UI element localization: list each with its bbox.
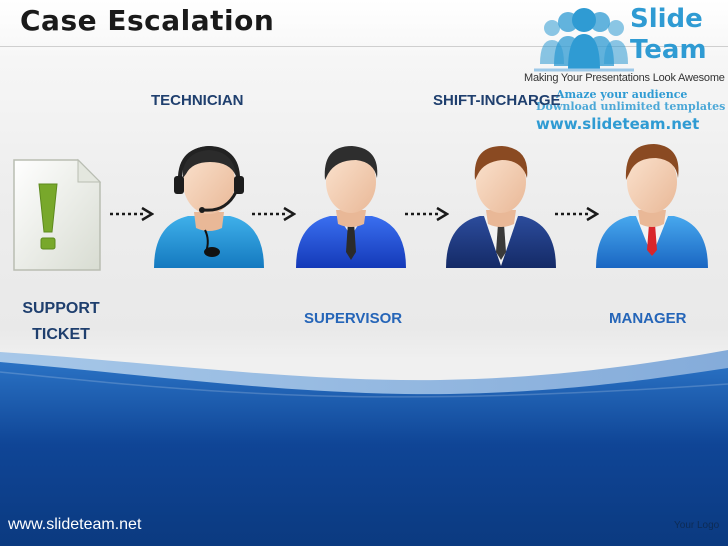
dotted-arrow-icon — [252, 206, 296, 222]
brand-promo-line2: Download unlimited templates — [536, 100, 726, 113]
support-ticket-label: SUPPORT TICKET — [18, 296, 104, 348]
exclamation-document-icon — [13, 158, 102, 271]
label-technician: TECHNICIAN — [151, 92, 244, 109]
brand-tagline: Making Your Presentations Look Awesome — [524, 72, 725, 84]
dotted-arrow-icon — [405, 206, 449, 222]
footer-url-link[interactable]: www.slideteam.net — [8, 516, 142, 533]
brand-logo: Slide Team Making Your Presentations Loo… — [522, 2, 726, 142]
dotted-arrow-icon — [555, 206, 599, 222]
title-divider — [0, 46, 728, 47]
label-shift-incharge: SHIFT-INCHARGE — [433, 92, 561, 109]
footer-logo-placeholder: Your Logo — [674, 520, 720, 531]
support-ticket-line2: TICKET — [32, 326, 90, 343]
people-group-icon — [534, 8, 634, 72]
person-vest-icon — [446, 146, 556, 268]
slide-title: Case Escalation — [20, 4, 275, 37]
person-icon — [296, 146, 406, 268]
support-ticket-line1: SUPPORT — [22, 300, 100, 317]
dotted-arrow-icon — [110, 206, 154, 222]
brand-promo-line1: Amaze your audience — [556, 88, 688, 101]
brand-url-link[interactable]: www.slideteam.net — [536, 115, 700, 133]
brand-word-slide: Slide — [630, 4, 703, 34]
label-supervisor: SUPERVISOR — [304, 310, 403, 327]
headset-person-icon — [154, 145, 264, 268]
brand-word-team: Team — [630, 35, 707, 65]
label-manager: MANAGER — [609, 310, 687, 327]
person-suit-icon — [596, 144, 708, 268]
